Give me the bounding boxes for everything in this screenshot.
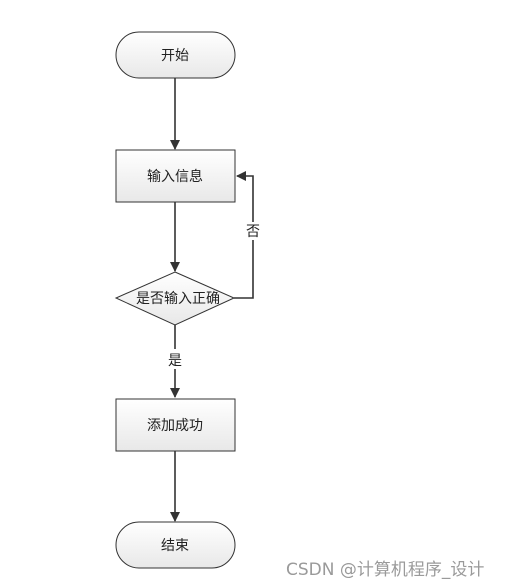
input-info-label: 输入信息: [147, 168, 203, 185]
decision-label: 是否输入正确: [136, 291, 220, 307]
start-node-label: 开始: [161, 48, 189, 64]
watermark: CSDN @计算机程序_设计: [286, 560, 485, 580]
edge-label-yes: 是: [168, 353, 182, 369]
end-node: 结束: [115, 521, 236, 569]
end-node-label: 结束: [161, 538, 189, 554]
success-node: 添加成功: [115, 398, 236, 452]
input-info-node: 输入信息: [115, 149, 236, 203]
start-node: 开始: [115, 31, 236, 79]
success-label: 添加成功: [147, 418, 203, 434]
edge-label-no: 否: [246, 224, 260, 240]
decision-node: 是否输入正确: [114, 271, 236, 326]
